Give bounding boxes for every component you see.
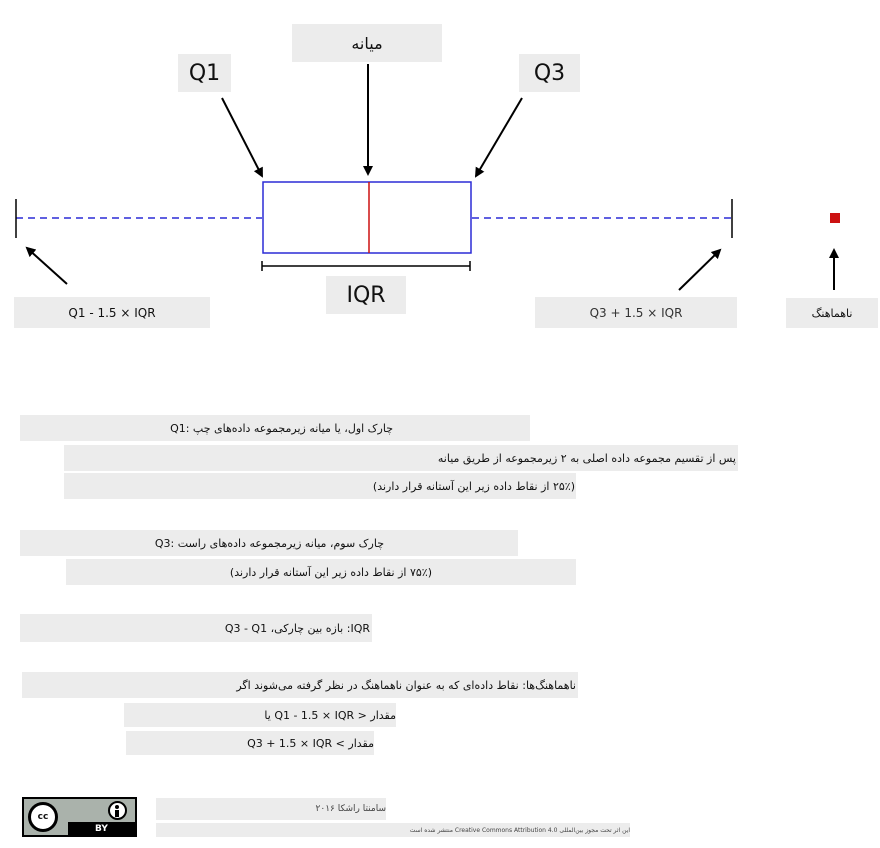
cc-icon: cc (28, 802, 58, 832)
outlier-point (830, 213, 840, 223)
attribution-person-icon (108, 801, 127, 820)
outliers-definition: ناهماهنگ‌ها: نقاط داده‌ای که به عنوان نا… (22, 672, 578, 698)
iqr-definition: IQR: بازه بین چارکی، Q3 - Q1 (20, 614, 372, 642)
cc-by-badge[interactable]: cc BY (22, 797, 137, 837)
q1-detail-2: (۲۵٪ از نقاط داده زیر این آستانه قرار دا… (64, 473, 576, 499)
upper-fence-arrow (678, 248, 722, 291)
lower-fence-label: Q1 - 1.5 × IQR (14, 297, 210, 328)
q1-definition: چارک اول، یا میانه زیرمجموعه داده‌های چپ… (20, 415, 530, 441)
q1-label: Q1 (178, 54, 231, 92)
license-author: سامنتا راشکا ۲۰۱۶ (156, 798, 386, 820)
q3-arrow (474, 97, 523, 178)
q1-detail-1: پس از تقسیم مجموعه داده اصلی به ۲ زیرمجم… (64, 445, 738, 471)
upper-fence-label: Q3 + 1.5 × IQR (535, 297, 737, 328)
by-text: BY (95, 823, 108, 834)
lower-fence-arrow (25, 246, 68, 285)
q1-arrow (221, 97, 263, 178)
iqr-label: IQR (326, 276, 406, 314)
q3-definition: چارک سوم، میانه زیرمجموعه داده‌های راست … (20, 530, 518, 556)
iqr-box (262, 181, 472, 254)
outlier-label: ناهماهنگ (786, 298, 878, 328)
median-label: میانه (292, 24, 442, 62)
by-strip: BY (68, 822, 135, 835)
cc-text: cc (37, 812, 49, 822)
q3-label: Q3 (519, 54, 580, 92)
outlier-condition-2: مقدار > Q3 + 1.5 × IQR (126, 731, 374, 755)
license-note: این اثر تحت مجوز بین‌المللی Creative Com… (156, 823, 630, 837)
q3-detail-1: (۷۵٪ از نقاط داده زیر این آستانه قرار دا… (66, 559, 576, 585)
outlier-condition-1: مقدار < Q1 - 1.5 × IQR یا (124, 703, 396, 727)
